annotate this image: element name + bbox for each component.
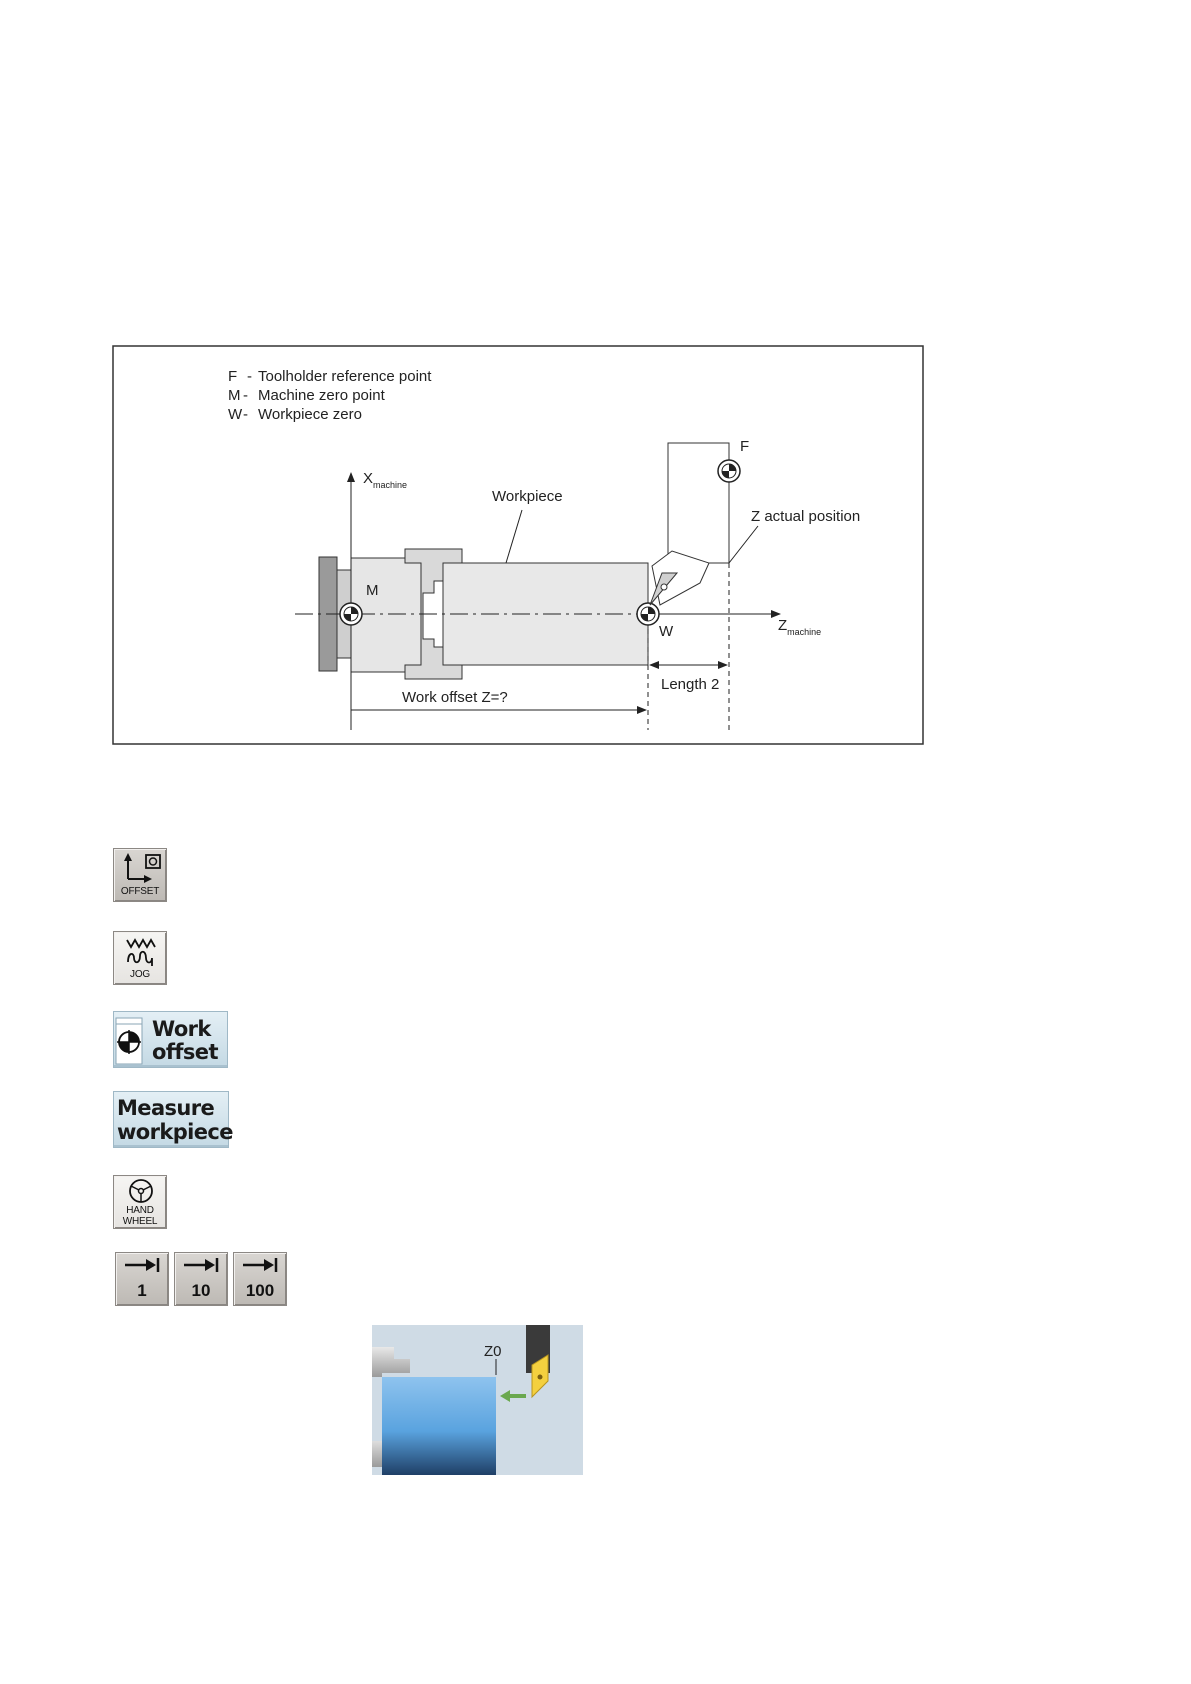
work-offset-diagram: F - Toolholder reference point M - Machi… xyxy=(112,345,924,745)
point-w-label: W xyxy=(659,623,674,640)
legend-letter-w: W xyxy=(228,406,243,423)
increment-1-label: 1 xyxy=(116,1281,168,1301)
legend-text-m: Machine zero point xyxy=(258,387,386,404)
work-offset-softkey-line1: Work xyxy=(152,1018,211,1040)
legend-sep-m: - xyxy=(243,387,248,404)
handwheel-key[interactable]: HAND WHEEL xyxy=(113,1175,167,1229)
increment-100-key[interactable]: 100 xyxy=(233,1252,287,1306)
jog-icon xyxy=(114,932,168,972)
work-offset-icon xyxy=(114,1012,148,1069)
z-actual-label: Z actual position xyxy=(751,508,860,525)
increment-100-label: 100 xyxy=(234,1281,286,1301)
jog-key[interactable]: JOG xyxy=(113,931,167,985)
increment-10-key[interactable]: 10 xyxy=(174,1252,228,1306)
legend-letter-f: F xyxy=(228,368,237,385)
legend-sep-f: - xyxy=(247,368,252,385)
increment-1-key[interactable]: 1 xyxy=(115,1252,169,1306)
jog-key-label: JOG xyxy=(114,970,166,980)
measure-softkey-line1: Measure xyxy=(117,1097,214,1119)
increment-10-label: 10 xyxy=(175,1281,227,1301)
measure-z0-graphic: Z0 xyxy=(372,1325,583,1475)
handwheel-key-label-2: WHEEL xyxy=(114,1217,166,1227)
handwheel-key-label-1: HAND xyxy=(114,1206,166,1216)
work-offset-label: Work offset Z=? xyxy=(402,689,508,706)
machine-zero-symbol xyxy=(340,603,362,625)
work-offset-softkey[interactable]: Work offset xyxy=(113,1011,228,1068)
handwheel-icon xyxy=(114,1176,168,1206)
legend-letter-m: M xyxy=(228,387,241,404)
measure-workpiece-softkey[interactable]: Measure workpiece xyxy=(113,1091,229,1148)
legend-text-f: Toolholder reference point xyxy=(258,368,432,385)
toolholder-ref-symbol xyxy=(718,460,740,482)
increment-arrow-icon xyxy=(116,1253,170,1277)
increment-arrow-icon xyxy=(175,1253,229,1277)
measure-softkey-line2: workpiece xyxy=(117,1121,233,1143)
workpiece-zero-symbol xyxy=(637,603,659,625)
increment-arrow-icon xyxy=(234,1253,288,1277)
workpiece-label: Workpiece xyxy=(492,488,563,505)
point-m-label: M xyxy=(366,582,379,599)
point-f-label: F xyxy=(740,438,749,455)
offset-icon xyxy=(114,849,168,889)
z0-label: Z0 xyxy=(484,1343,502,1360)
work-offset-softkey-line2: offset xyxy=(152,1041,218,1063)
offset-key-label: OFFSET xyxy=(114,887,166,897)
legend-sep-w: - xyxy=(243,406,248,423)
legend-text-w: Workpiece zero xyxy=(258,406,362,423)
offset-key[interactable]: OFFSET xyxy=(113,848,167,902)
length2-label: Length 2 xyxy=(661,676,719,693)
